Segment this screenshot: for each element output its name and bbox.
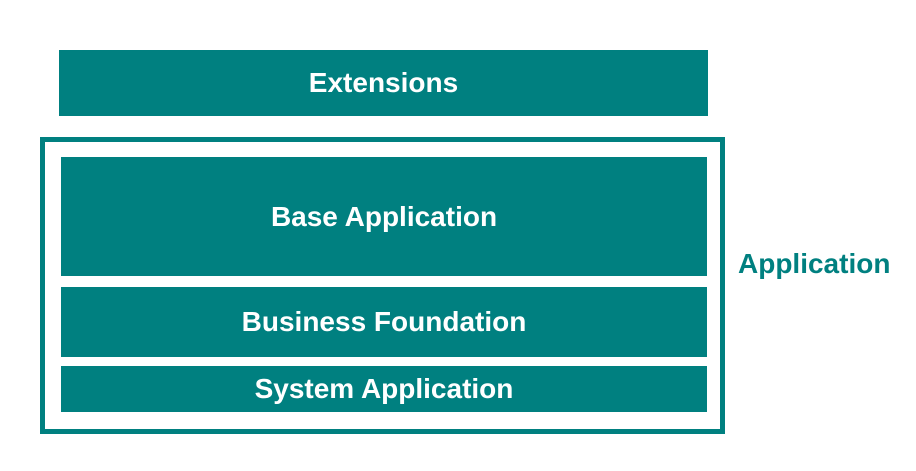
- business-foundation-label: Business Foundation: [241, 306, 527, 337]
- system-application-layer: System Application: [61, 366, 707, 412]
- extensions-layer: Extensions: [59, 50, 708, 116]
- system-application-label: System Application: [254, 373, 514, 404]
- application-group-label: Application: [738, 248, 891, 279]
- base-application-label: Base Application: [270, 200, 498, 232]
- business-foundation-layer: Business Foundation: [61, 287, 707, 357]
- extensions-label: Extensions: [308, 67, 459, 98]
- base-application-layer: Base Application: [61, 157, 707, 276]
